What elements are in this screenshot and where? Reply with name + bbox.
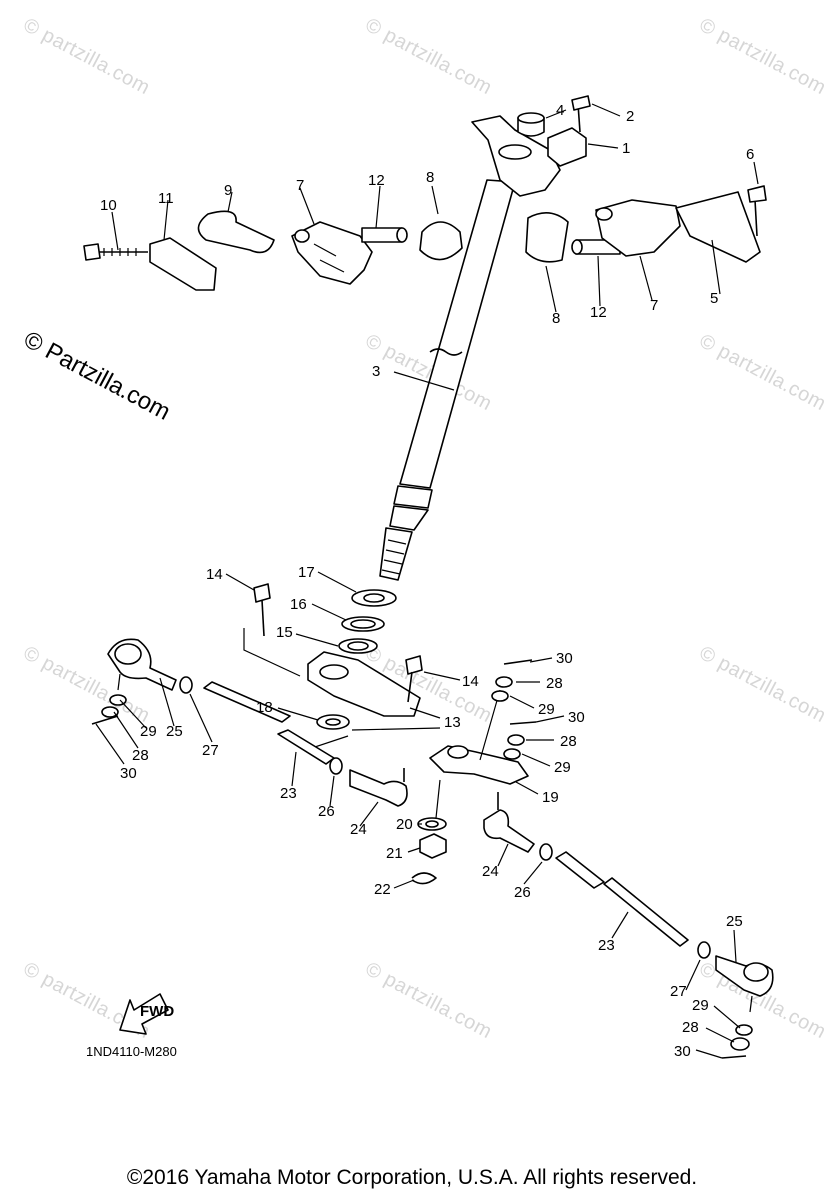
callout-label: 23 [598, 937, 615, 954]
callout-numbers: 1 2 3 4 5 6 7 7 8 8 9 10 11 12 12 13 14 … [100, 102, 754, 1060]
callout-label: 28 [132, 747, 149, 764]
callout-label: 12 [368, 172, 385, 189]
callout-label: 16 [290, 596, 307, 613]
callout-label: 27 [202, 742, 219, 759]
callout-label: 29 [140, 723, 157, 740]
callout-label: 24 [350, 821, 367, 838]
callout-label: 20 [396, 816, 413, 833]
diagram-code: 1ND4110-M280 [86, 1044, 177, 1059]
callout-label: 5 [710, 290, 718, 307]
upper-holder [517, 95, 591, 167]
callout-label: 3 [372, 363, 380, 380]
callout-label: 12 [590, 304, 607, 321]
callout-label: 25 [726, 913, 743, 930]
callout-label: 22 [374, 881, 391, 898]
callout-label: 25 [166, 723, 183, 740]
callout-label: 23 [280, 785, 297, 802]
fwd-arrow-icon: FWD [119, 993, 174, 1035]
callout-label: 29 [554, 759, 571, 776]
callout-label: 6 [746, 146, 754, 163]
callout-label: 9 [224, 182, 232, 199]
callout-label: 7 [650, 297, 658, 314]
callout-label: 29 [692, 997, 709, 1014]
left-clamp [83, 210, 463, 291]
steering-column [379, 115, 561, 581]
callout-label: 14 [206, 566, 223, 583]
callout-label: 21 [386, 845, 403, 862]
callout-label: 30 [120, 765, 137, 782]
callout-label: 14 [462, 673, 479, 690]
pitman-arm [411, 689, 529, 885]
callout-label: 30 [568, 709, 585, 726]
callout-label: 26 [514, 884, 531, 901]
copyright-notice: ©2016 Yamaha Motor Corporation, U.S.A. A… [126, 1166, 698, 1189]
left-tie-rod [91, 638, 408, 807]
callout-label: 11 [158, 190, 174, 207]
callout-label: 19 [542, 789, 559, 806]
callout-label: 17 [298, 564, 315, 581]
lower-holder [243, 583, 441, 749]
callout-label: 27 [670, 983, 687, 1000]
fwd-label: FWD [140, 1003, 174, 1020]
callout-label: 7 [296, 177, 304, 194]
leader-lines [95, 103, 759, 1059]
callout-label: 24 [482, 863, 499, 880]
callout-label: 13 [444, 714, 461, 731]
callout-label: 30 [674, 1043, 691, 1060]
callout-label: 1 [622, 140, 630, 157]
right-clamp [525, 185, 767, 263]
callout-label: 26 [318, 803, 335, 820]
callout-label: 4 [556, 102, 564, 119]
callout-label: 2 [626, 108, 634, 125]
callout-label: 30 [556, 650, 573, 667]
callout-label: 28 [682, 1019, 699, 1036]
callout-label: 18 [256, 699, 273, 716]
callout-label: 8 [426, 169, 434, 186]
callout-label: 10 [100, 197, 117, 214]
callout-label: 15 [276, 624, 293, 641]
right-tie-rod [483, 659, 774, 1059]
callout-label: 28 [560, 733, 577, 750]
callout-label: 28 [546, 675, 563, 692]
callout-label: 8 [552, 310, 560, 327]
callout-label: 29 [538, 701, 555, 718]
